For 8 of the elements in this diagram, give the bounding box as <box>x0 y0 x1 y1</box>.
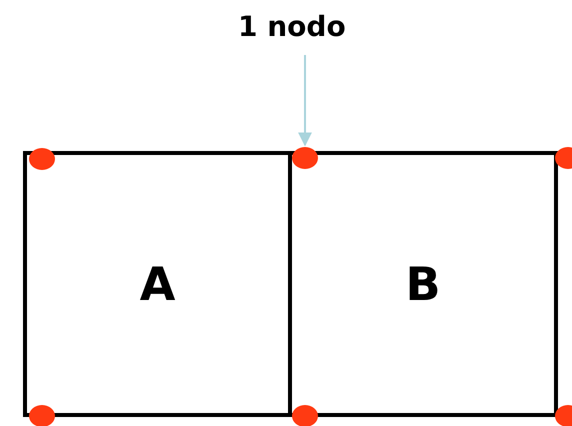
node-label: 1 nodo <box>238 10 346 43</box>
arrow <box>298 55 312 146</box>
corner-dot <box>29 405 55 426</box>
corner-dot <box>292 405 318 426</box>
square-label: A <box>140 257 176 311</box>
corner-dot <box>292 147 318 169</box>
corner-dot <box>29 148 55 170</box>
square-label: B <box>405 257 441 311</box>
